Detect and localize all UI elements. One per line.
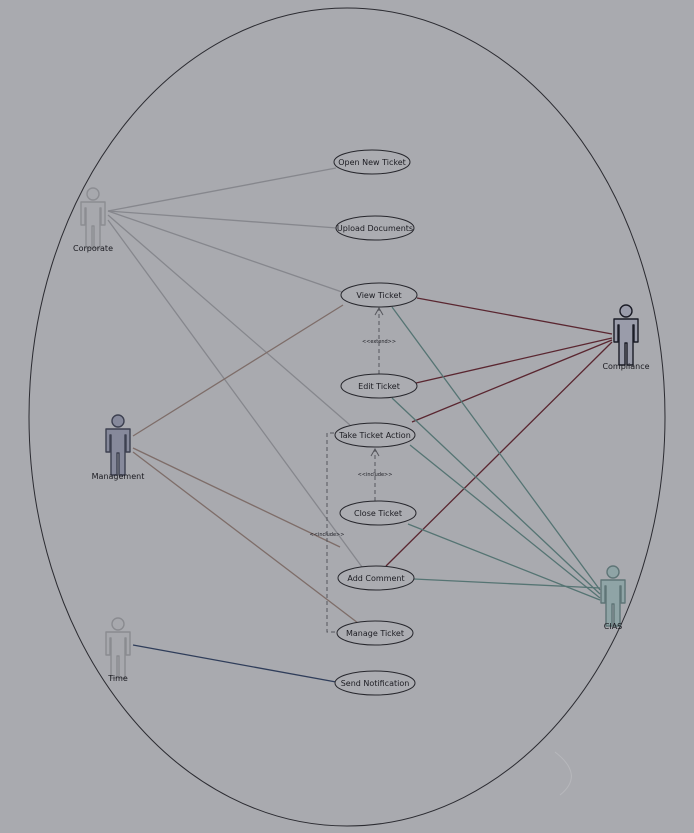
association-line — [407, 523, 601, 601]
use-case-label: Manage Ticket — [346, 629, 404, 638]
stereotype-labels: <<extend>> <<include>> <<include>> — [310, 339, 396, 538]
use-case-ellipse — [334, 670, 416, 696]
use-case-label: View Ticket — [356, 291, 401, 300]
system-boundary — [28, 7, 666, 827]
use-case-add-comment[interactable]: Add Comment — [337, 565, 415, 591]
association-line — [411, 339, 613, 423]
association-line — [409, 444, 601, 599]
actor-time[interactable]: Time — [105, 617, 131, 683]
include-label-manage: <<include>> — [310, 532, 345, 538]
use-case-ellipse — [340, 282, 418, 308]
association-line — [391, 397, 601, 595]
actor-label: Compliance — [602, 362, 649, 371]
actor-management[interactable]: Management — [92, 414, 145, 481]
association-line — [391, 306, 601, 591]
association-line — [132, 451, 359, 624]
use-case-ellipse — [337, 565, 415, 591]
include-line-manage — [326, 432, 341, 633]
actor-label: Time — [107, 674, 128, 683]
include-label: <<include>> — [358, 472, 393, 478]
extend-arrowhead — [374, 306, 384, 316]
actor-compliance[interactable]: Compliance — [602, 304, 650, 371]
association-line — [132, 644, 337, 683]
use-case-ellipse — [340, 373, 418, 399]
association-line — [132, 447, 341, 548]
actor-icon — [80, 187, 106, 249]
actor-icon — [105, 617, 131, 679]
use-case-view-ticket[interactable]: View Ticket — [340, 282, 418, 308]
association-line — [107, 210, 343, 293]
use-case-ellipse — [335, 215, 415, 241]
association-line — [415, 337, 613, 384]
association-line — [413, 578, 601, 589]
use-case-ellipse — [334, 422, 416, 448]
actor-label: Management — [92, 472, 145, 481]
actor-icon — [600, 565, 626, 627]
use-case-label: Open New Ticket — [338, 158, 406, 167]
actor-icon — [613, 304, 639, 366]
actor-icon — [105, 414, 131, 476]
association-line — [107, 214, 351, 426]
use-case-label: Take Ticket Action — [338, 431, 411, 440]
use-case-manage-ticket[interactable]: Manage Ticket — [336, 620, 414, 646]
use-case-ellipse — [339, 500, 417, 526]
use-case-upload-documents[interactable]: Upload Documents — [335, 215, 415, 241]
use-case-ellipse — [336, 620, 414, 646]
use-case-ellipse — [333, 149, 411, 175]
use-case-edit-ticket[interactable]: Edit Ticket — [340, 373, 418, 399]
association-lines — [107, 167, 613, 683]
use-case-label: Upload Documents — [337, 224, 413, 233]
boundary-artifact — [554, 751, 572, 796]
include-arrowhead — [370, 447, 380, 457]
use-case-close-ticket[interactable]: Close Ticket — [339, 500, 417, 526]
use-case-label: Close Ticket — [354, 509, 402, 518]
extend-label: <<extend>> — [362, 339, 396, 345]
use-case-label: Send Notification — [341, 679, 410, 688]
actor-label: CIAS — [604, 622, 623, 631]
association-line — [107, 210, 338, 229]
use-case-open-new-ticket[interactable]: Open New Ticket — [333, 149, 411, 175]
use-case-label: Edit Ticket — [358, 382, 400, 391]
use-case-label: Add Comment — [347, 574, 404, 583]
actor-corporate[interactable]: Corporate — [73, 187, 113, 253]
use-case-take-ticket-action[interactable]: Take Ticket Action — [334, 422, 416, 448]
association-line — [385, 341, 613, 567]
association-line — [107, 167, 337, 212]
use-case-send-notification[interactable]: Send Notification — [334, 670, 416, 696]
association-line — [107, 219, 363, 568]
dependency-lines — [326, 306, 384, 633]
actor-cias[interactable]: CIAS — [600, 565, 626, 631]
association-line — [416, 297, 613, 335]
association-line — [132, 304, 344, 437]
actor-label: Corporate — [73, 244, 113, 253]
